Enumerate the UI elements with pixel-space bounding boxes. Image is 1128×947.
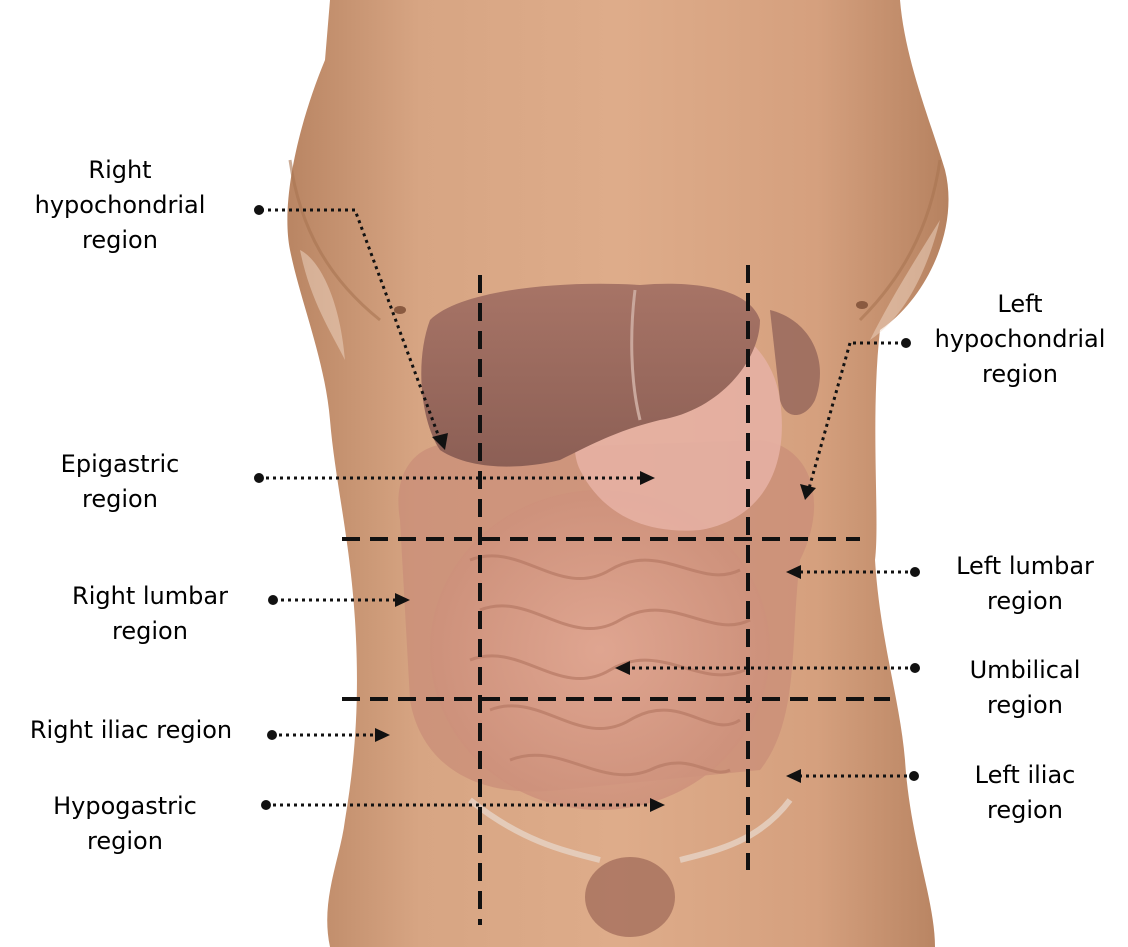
dot-epigastric [254, 473, 264, 483]
label-right-hypochondrial: Right hypochondrial region [10, 153, 230, 258]
label-umbilical: Umbilical region [925, 653, 1125, 723]
label-epigastric: Epigastric region [20, 447, 220, 517]
dot-left-lumbar [910, 567, 920, 577]
dot-umbilical [910, 663, 920, 673]
dot-left-hypochondrial [901, 338, 911, 348]
label-left-hypochondrial: Left hypochondrial region [920, 287, 1120, 392]
label-right-lumbar: Right lumbar region [40, 579, 260, 649]
bladder [585, 857, 675, 937]
dot-left-iliac [909, 771, 919, 781]
dot-right-lumbar [268, 595, 278, 605]
label-left-iliac: Left iliac region [925, 758, 1125, 828]
label-right-iliac: Right iliac region [0, 713, 262, 748]
dot-right-iliac [267, 730, 277, 740]
label-left-lumbar: Left lumbar region [925, 549, 1125, 619]
dot-hypogastric [261, 800, 271, 810]
label-hypogastric: Hypogastric region [20, 789, 230, 859]
dot-right-hypochondrial [254, 205, 264, 215]
